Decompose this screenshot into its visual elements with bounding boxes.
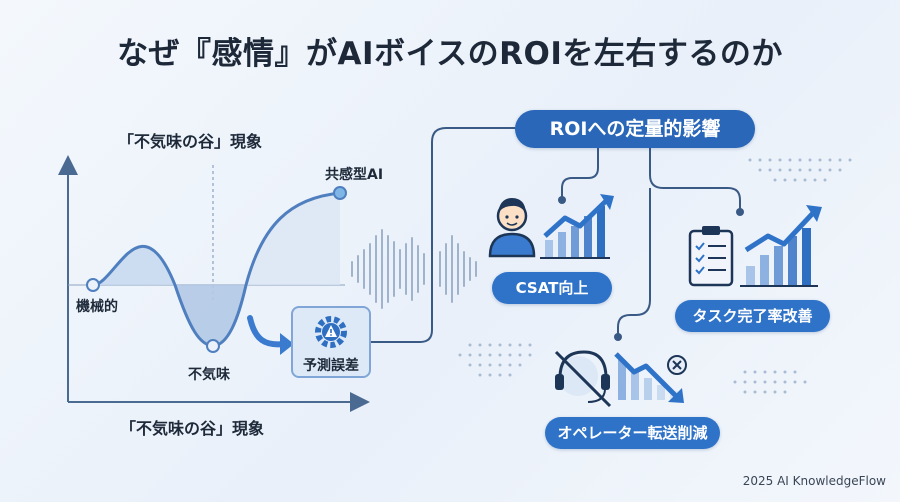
- prediction-error-label: 予測誤差: [303, 358, 359, 374]
- point-uncanny-marker: [206, 339, 220, 353]
- dot-pattern-bottom-right: [733, 370, 807, 394]
- dot-pattern-top-right: [748, 158, 852, 182]
- label-mechanical: 機械的: [76, 299, 118, 315]
- page-title: なぜ『感情』がAIボイスのROIを左右するのか: [117, 36, 783, 72]
- operator-transfer-pill: オペレーター転送削減: [545, 417, 720, 449]
- curved-arrow: [247, 315, 287, 348]
- headset-crossed-icon: [554, 350, 612, 408]
- declining-chart-icon: [614, 352, 687, 403]
- dot-pattern-bottom-left: [458, 343, 532, 377]
- task-completion-pill: タスク完了率改善: [675, 300, 830, 332]
- csat-growth-chart-icon: [540, 194, 614, 259]
- chart-bottom-label: 「不気味の谷」現象: [120, 419, 265, 438]
- roi-title-pill: ROIへの定量的影響: [515, 110, 755, 148]
- user-avatar-icon: [488, 198, 536, 258]
- curve-fill-rise: [246, 193, 340, 285]
- connector-task-dot: [736, 208, 744, 216]
- checklist-clipboard-icon: [688, 226, 734, 287]
- sound-wave-icon: [351, 229, 477, 309]
- csat-pill: CSAT向上: [492, 272, 612, 304]
- connector-roi-task: [649, 148, 741, 210]
- connector-roi-csat: [561, 148, 599, 198]
- footer-credit: 2025 AI KnowledgeFlow: [742, 474, 886, 488]
- curve-fill-above: [93, 246, 175, 285]
- curved-arrow-head: [280, 333, 294, 355]
- connector-operator-dot: [614, 333, 622, 341]
- point-empathic-marker: [333, 186, 347, 200]
- prediction-error-box: 予測誤差: [291, 306, 371, 378]
- label-uncanny: 不気味: [188, 367, 230, 383]
- gear-warning-icon: [315, 316, 347, 348]
- chart-top-label: 「不気味の谷」現象: [118, 132, 263, 151]
- connector-pred-to-roi: [371, 127, 515, 343]
- curve-fill-below: [175, 285, 246, 346]
- label-empathic-ai: 共感型AI: [325, 167, 384, 183]
- connector-csat-dot: [558, 196, 566, 204]
- task-growth-chart-icon: [740, 205, 822, 287]
- point-mechanical-marker: [86, 278, 100, 292]
- connector-roi-operator: [617, 188, 651, 335]
